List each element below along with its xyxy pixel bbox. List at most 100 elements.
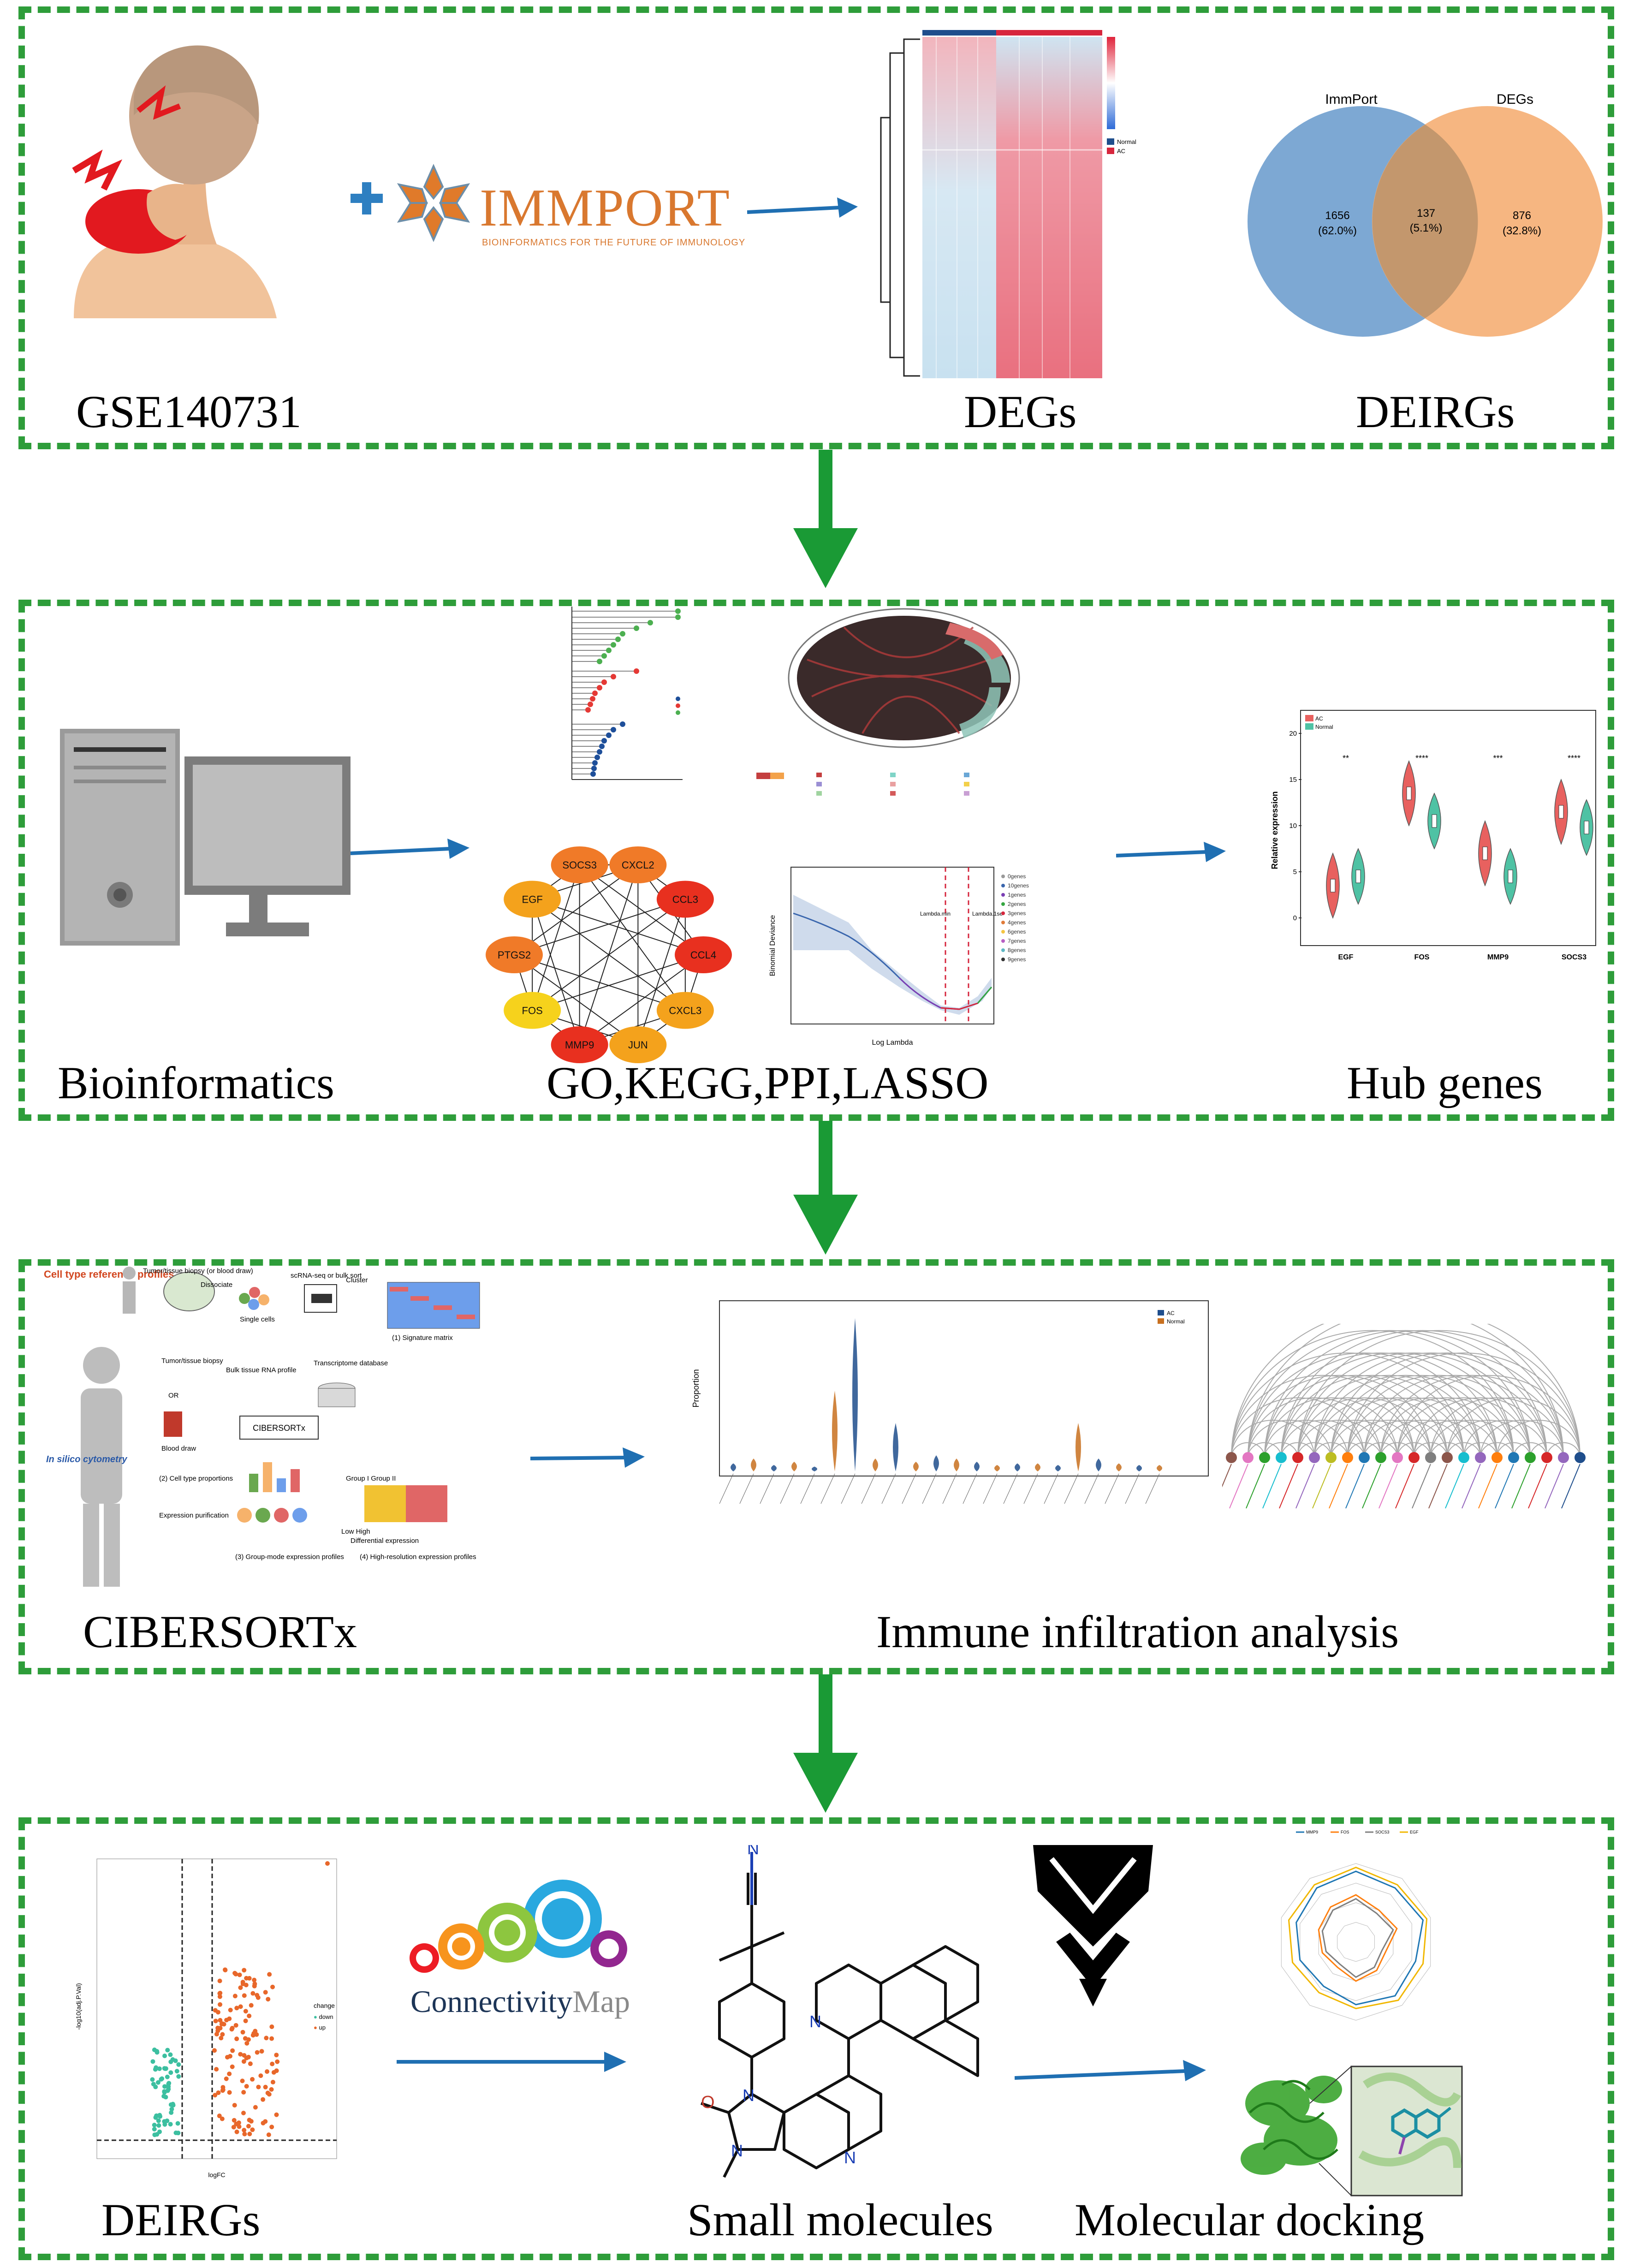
correlation-arc: [1314, 1442, 1348, 1458]
correlation-arc: [1264, 1375, 1448, 1458]
correlation-arc: [1281, 1397, 1414, 1458]
correlation-arc: [1430, 1442, 1464, 1458]
ppi-edge: [532, 899, 686, 1011]
volcano-point-down: [165, 2118, 170, 2123]
volcano-point-up: [263, 1990, 268, 1995]
correlation-node: [1276, 1452, 1287, 1463]
volcano-point-down: [169, 2110, 174, 2115]
volcano-point-up: [264, 2036, 269, 2041]
ppi-node-label: CCL4: [690, 949, 716, 961]
cib-or: OR: [168, 1392, 179, 1399]
correlation-arc: [1314, 1420, 1398, 1458]
correlation-arc: [1364, 1397, 1497, 1458]
ppi-edge: [637, 899, 686, 1045]
volcano-point-up: [274, 2068, 279, 2073]
volcano-point-down: [162, 2089, 167, 2094]
volcano-point-up: [242, 2053, 247, 2058]
immune-violin-tick: [963, 1473, 977, 1504]
flow-arrow-2: [793, 1121, 858, 1255]
arrow-to-heatmap: [747, 197, 858, 218]
immune-violin-shape: [933, 1455, 939, 1471]
correlation-arc: [1364, 1375, 1547, 1458]
volcano-point-up: [228, 2007, 233, 2012]
correlation-arc: [1347, 1375, 1531, 1458]
volcano-point-down: [152, 2126, 157, 2131]
panel-small-molecules: [18, 1817, 1614, 2260]
lasso-legend-dot: [1001, 948, 1005, 952]
volcano-point-down: [156, 2118, 161, 2123]
correlation-arc: [1364, 1442, 1398, 1458]
correlation-node-tick: [1395, 1464, 1414, 1509]
volcano-point-up: [241, 2089, 246, 2095]
cib-dissociate: Dissociate: [201, 1281, 232, 1289]
plus-icon: [351, 182, 383, 214]
correlation-arc: [1281, 1420, 1365, 1458]
lasso-legend-label: 6genes: [1008, 929, 1026, 935]
hub-violin-box: [1432, 814, 1437, 828]
volcano-point-up: [212, 2048, 217, 2053]
correlation-node-tick: [1246, 1464, 1265, 1509]
correlation-arc: [1530, 1442, 1564, 1458]
volcano-point-down: [154, 2065, 159, 2070]
volcano-point-up: [219, 2036, 224, 2041]
volcano-ylabel: -log10(adj.P.Val): [75, 1983, 82, 2030]
flow-arrow-3: [793, 1674, 858, 1813]
hub-violin-gene-label: EGF: [1338, 953, 1354, 961]
immune-violin-tick: [1145, 1473, 1160, 1504]
immune-violin-shape: [771, 1465, 777, 1471]
volcano-point-up: [214, 2032, 219, 2037]
lasso-ylabel: Binomial Deviance: [769, 915, 777, 976]
arrow-to-hub-genes: [1116, 842, 1226, 862]
volcano-point-up: [240, 2030, 245, 2035]
immune-violin-tick: [1044, 1473, 1058, 1504]
immune-violin-shape: [751, 1458, 756, 1471]
lasso-legend-dot: [1001, 902, 1005, 906]
hub-violin-ylabel: Relative expression: [1270, 791, 1279, 869]
hub-violin-box: [1330, 879, 1336, 893]
volcano-point-down: [166, 2087, 171, 2092]
correlation-arc: [1397, 1375, 1581, 1458]
correlation-node: [1558, 1452, 1569, 1463]
correlation-node-tick: [1412, 1464, 1431, 1509]
lasso-legend-label: 3genes: [1008, 910, 1026, 917]
correlation-arc: [1513, 1442, 1547, 1458]
caption-small-molecules: Small molecules: [687, 2194, 993, 2245]
volcano-point-up: [218, 2002, 223, 2007]
immune-legend-ac: AC: [1167, 1310, 1175, 1316]
correlation-arc: [1281, 1375, 1464, 1458]
correlation-node-tick: [1462, 1464, 1481, 1509]
cib-tumor2: Tumor/tissue biopsy: [161, 1357, 223, 1365]
volcano-point-down: [166, 2081, 172, 2086]
correlation-node-tick: [1262, 1464, 1282, 1509]
correlation-arc: [1331, 1420, 1414, 1458]
hub-violin-ytick: 15: [1289, 776, 1297, 784]
correlation-arc: [1314, 1375, 1497, 1458]
volcano-point-down: [157, 2066, 162, 2071]
correlation-node: [1475, 1452, 1486, 1463]
volcano-point-up: [269, 2036, 274, 2041]
hub-violin-gene-label: MMP9: [1487, 953, 1509, 961]
correlation-node-tick: [1545, 1464, 1564, 1509]
ppi-node-label: CXCL2: [622, 859, 654, 871]
volcano-point-up: [242, 2131, 247, 2137]
immune-violin-shape: [791, 1462, 797, 1471]
ppi-node: [609, 846, 667, 884]
volcano-point-down: [170, 2101, 175, 2107]
correlation-arc: [1397, 1397, 1531, 1458]
hub-violin-gene-label: SOCS3: [1562, 953, 1586, 961]
arrow-to-immune-violin: [530, 1447, 645, 1468]
caption-degs: DEGs: [964, 386, 1077, 437]
correlation-node-tick: [1379, 1464, 1398, 1509]
kegg-chord-diagram: [756, 608, 1020, 796]
correlation-node: [1309, 1452, 1320, 1463]
volcano-point-up: [214, 2067, 219, 2072]
volcano-point-down: [150, 2077, 155, 2082]
radar-series-line: [1288, 1866, 1428, 2010]
correlation-arc: [1331, 1442, 1365, 1458]
ppi-edge: [514, 899, 686, 955]
volcano-point-up: [267, 2092, 272, 2097]
panel-bioinformatics: [18, 600, 1614, 1121]
volcano-point-up: [255, 1995, 261, 2000]
